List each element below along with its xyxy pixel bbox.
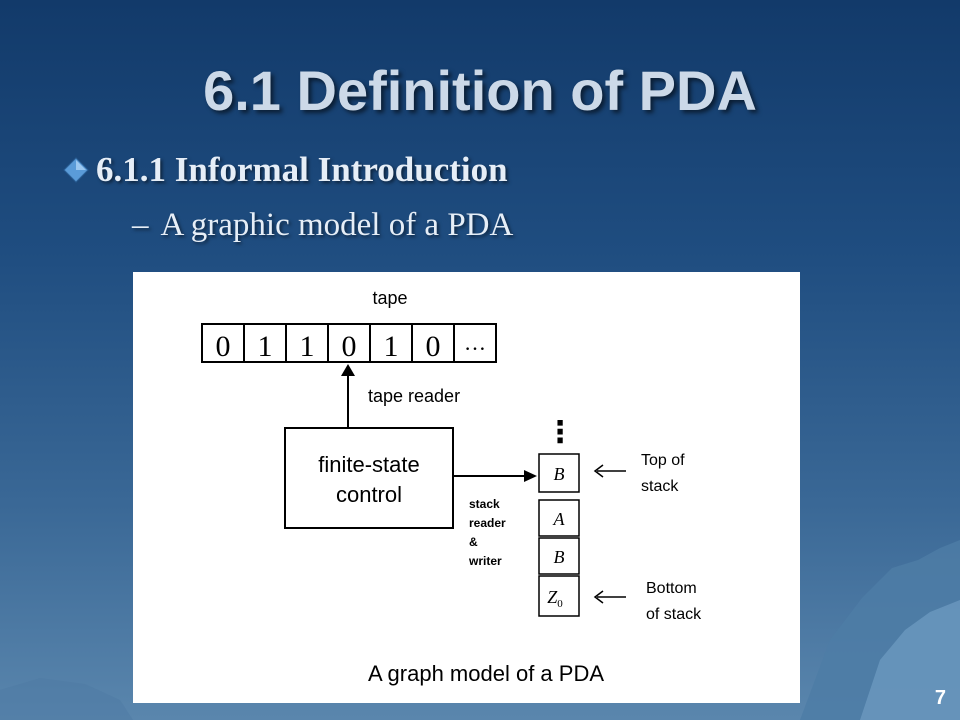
tape-cell-2	[243, 323, 287, 363]
stack-reader-line2: reader	[469, 516, 506, 530]
stack-ellipsis: ⋮	[545, 415, 575, 450]
tape-cell-6-text: 0	[426, 330, 441, 363]
bullet-informal-introduction: 6.1.1 Informal Introduction	[62, 150, 508, 190]
diamond-bullet-icon	[63, 157, 89, 183]
bullet-graphic-model: – A graphic model of a PDA	[132, 207, 513, 244]
top-label-line2: stack	[641, 478, 679, 495]
stack-cell-2	[538, 499, 580, 537]
figure-caption: A graph model of a PDA	[368, 661, 604, 686]
stack-cell-1-text: B	[554, 464, 565, 484]
bullet-level2-dash: –	[132, 207, 149, 243]
stack-cell-3	[538, 537, 580, 575]
tape-cell-4-text: 0	[342, 330, 357, 363]
finite-state-control-box	[284, 427, 454, 529]
stack-cell-2-text: A	[553, 509, 566, 529]
top-label-line1: Top of	[641, 452, 685, 469]
page-number: 7	[934, 687, 946, 709]
stack: B A B Z0	[538, 453, 580, 617]
tape-reader-arrowhead	[341, 364, 355, 376]
stack-reader-line4: writer	[468, 554, 502, 568]
bottom-pointer-arrowhead	[593, 590, 604, 604]
slide-title: 6.1 Definition of PDA	[203, 59, 757, 122]
stack-cell-4-main: Z	[547, 587, 558, 607]
stack-cell-4-text: Z0	[547, 587, 563, 610]
tape-cell-7	[453, 323, 497, 363]
tape-cell-5	[369, 323, 413, 363]
top-pointer-arrowhead	[593, 464, 604, 478]
tape-cell-3	[285, 323, 329, 363]
stack-rw-arrowhead	[524, 470, 537, 482]
tape-cell-7-text: …	[464, 330, 486, 355]
stack-cell-1	[538, 453, 580, 493]
tape-label: tape	[372, 288, 407, 308]
tape-cell-2-text: 1	[258, 330, 273, 363]
bullet-level2-text: A graphic model of a PDA	[160, 207, 514, 243]
bullet-level1-text: 6.1.1 Informal Introduction	[96, 150, 508, 189]
tape-cell-1-text: 0	[216, 330, 231, 363]
control-label-line1: finite-state	[318, 452, 420, 477]
stack-cell-3-text: B	[554, 547, 565, 567]
stack-reader-line3: &	[469, 535, 478, 549]
bottom-label-line1: Bottom	[646, 580, 697, 597]
stack-reader-writer-label: stack reader & writer	[468, 497, 506, 568]
stack-cell-4	[538, 575, 580, 617]
tape-cell-6	[411, 323, 455, 363]
stack-reader-line1: stack	[469, 497, 500, 511]
control-label-line2: control	[336, 482, 402, 507]
bottom-label-line2: of stack	[646, 606, 702, 623]
stack-cell-4-subscript: 0	[557, 598, 563, 610]
tape-reader-label: tape reader	[368, 386, 460, 406]
tape-cell-3-text: 1	[300, 330, 315, 363]
tape-cell-5-text: 1	[384, 330, 399, 363]
